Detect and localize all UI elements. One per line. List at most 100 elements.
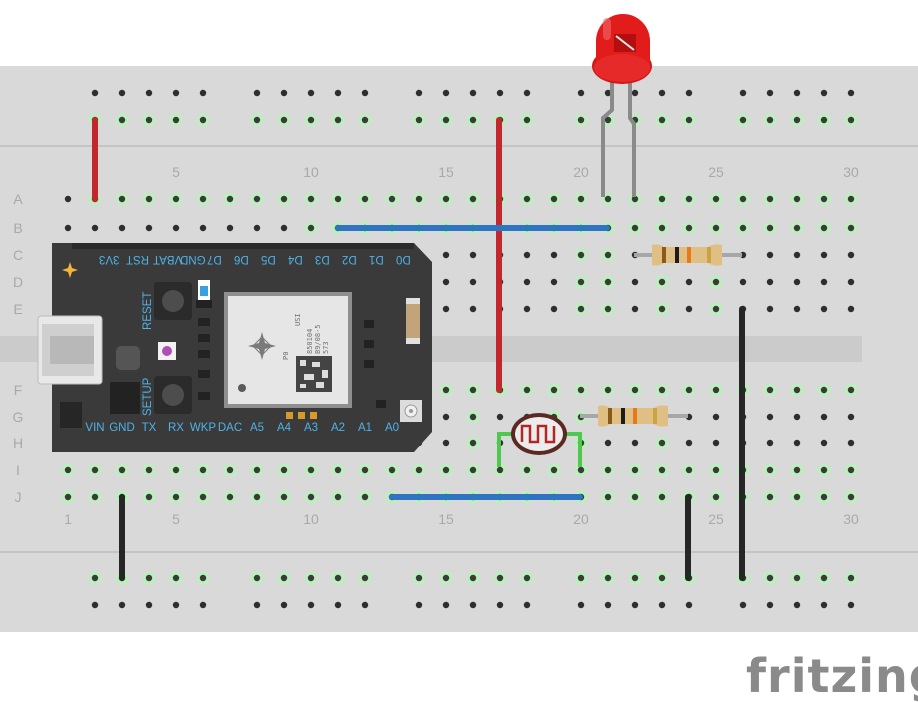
breadboard-hole[interactable] xyxy=(442,195,450,203)
breadboard-hole[interactable] xyxy=(550,466,558,474)
breadboard-hole[interactable] xyxy=(469,413,477,421)
rail-hole[interactable] xyxy=(442,116,450,124)
breadboard-hole[interactable] xyxy=(226,493,234,501)
breadboard-hole[interactable] xyxy=(847,305,855,313)
rail-hole[interactable] xyxy=(118,89,126,97)
breadboard-hole[interactable] xyxy=(766,195,774,203)
rail-hole[interactable] xyxy=(631,574,639,582)
breadboard-hole[interactable] xyxy=(820,278,828,286)
breadboard-hole[interactable] xyxy=(793,251,801,259)
breadboard-hole[interactable] xyxy=(523,195,531,203)
breadboard-hole[interactable] xyxy=(631,305,639,313)
breadboard-hole[interactable] xyxy=(820,251,828,259)
rail-hole[interactable] xyxy=(766,89,774,97)
breadboard-hole[interactable] xyxy=(523,278,531,286)
rail-hole[interactable] xyxy=(415,601,423,609)
breadboard-hole[interactable] xyxy=(766,439,774,447)
rail-hole[interactable] xyxy=(847,574,855,582)
rail-hole[interactable] xyxy=(604,574,612,582)
breadboard-hole[interactable] xyxy=(334,195,342,203)
rail-hole[interactable] xyxy=(334,89,342,97)
rail-hole[interactable] xyxy=(523,574,531,582)
breadboard-hole[interactable] xyxy=(604,386,612,394)
rail-hole[interactable] xyxy=(496,89,504,97)
breadboard-hole[interactable] xyxy=(820,305,828,313)
rail-hole[interactable] xyxy=(145,574,153,582)
rail-hole[interactable] xyxy=(739,116,747,124)
breadboard-hole[interactable] xyxy=(766,224,774,232)
breadboard-hole[interactable] xyxy=(442,386,450,394)
rail-hole[interactable] xyxy=(442,574,450,582)
breadboard-hole[interactable] xyxy=(793,493,801,501)
breadboard-hole[interactable] xyxy=(280,195,288,203)
rail-hole[interactable] xyxy=(280,89,288,97)
breadboard-hole[interactable] xyxy=(712,386,720,394)
rail-hole[interactable] xyxy=(469,574,477,582)
rail-hole[interactable] xyxy=(415,116,423,124)
breadboard-hole[interactable] xyxy=(631,466,639,474)
breadboard-hole[interactable] xyxy=(631,224,639,232)
breadboard-hole[interactable] xyxy=(793,413,801,421)
rail-hole[interactable] xyxy=(334,601,342,609)
breadboard-hole[interactable] xyxy=(64,195,72,203)
breadboard-hole[interactable] xyxy=(685,466,693,474)
rail-hole[interactable] xyxy=(253,116,261,124)
breadboard-hole[interactable] xyxy=(550,386,558,394)
breadboard-hole[interactable] xyxy=(604,439,612,447)
breadboard-hole[interactable] xyxy=(604,251,612,259)
breadboard-hole[interactable] xyxy=(280,224,288,232)
rail-hole[interactable] xyxy=(280,601,288,609)
breadboard-hole[interactable] xyxy=(793,466,801,474)
rail-hole[interactable] xyxy=(496,574,504,582)
breadboard-hole[interactable] xyxy=(118,195,126,203)
rail-hole[interactable] xyxy=(253,601,261,609)
breadboard-hole[interactable] xyxy=(631,439,639,447)
rail-hole[interactable] xyxy=(253,89,261,97)
breadboard-hole[interactable] xyxy=(685,386,693,394)
rail-hole[interactable] xyxy=(658,574,666,582)
breadboard-hole[interactable] xyxy=(550,305,558,313)
breadboard-hole[interactable] xyxy=(739,224,747,232)
breadboard-hole[interactable] xyxy=(442,305,450,313)
rail-hole[interactable] xyxy=(658,601,666,609)
breadboard-hole[interactable] xyxy=(523,251,531,259)
breadboard-hole[interactable] xyxy=(172,466,180,474)
breadboard-hole[interactable] xyxy=(658,278,666,286)
breadboard-hole[interactable] xyxy=(415,195,423,203)
rail-hole[interactable] xyxy=(280,574,288,582)
rail-hole[interactable] xyxy=(415,574,423,582)
breadboard-hole[interactable] xyxy=(766,413,774,421)
rail-hole[interactable] xyxy=(442,89,450,97)
breadboard-hole[interactable] xyxy=(469,466,477,474)
rail-hole[interactable] xyxy=(91,574,99,582)
breadboard-hole[interactable] xyxy=(766,493,774,501)
breadboard-hole[interactable] xyxy=(793,439,801,447)
rail-hole[interactable] xyxy=(523,116,531,124)
breadboard-hole[interactable] xyxy=(712,439,720,447)
breadboard-hole[interactable] xyxy=(847,278,855,286)
breadboard-hole[interactable] xyxy=(523,466,531,474)
breadboard-hole[interactable] xyxy=(172,195,180,203)
breadboard-hole[interactable] xyxy=(145,466,153,474)
breadboard-hole[interactable] xyxy=(712,413,720,421)
breadboard-hole[interactable] xyxy=(847,439,855,447)
rail-hole[interactable] xyxy=(91,89,99,97)
breadboard-hole[interactable] xyxy=(631,493,639,501)
rail-hole[interactable] xyxy=(793,89,801,97)
breadboard-hole[interactable] xyxy=(307,493,315,501)
breadboard-hole[interactable] xyxy=(685,195,693,203)
breadboard-hole[interactable] xyxy=(577,278,585,286)
breadboard-hole[interactable] xyxy=(685,224,693,232)
rail-hole[interactable] xyxy=(739,601,747,609)
rail-hole[interactable] xyxy=(847,116,855,124)
rail-hole[interactable] xyxy=(766,574,774,582)
breadboard-hole[interactable] xyxy=(172,493,180,501)
breadboard-hole[interactable] xyxy=(793,305,801,313)
rail-hole[interactable] xyxy=(820,574,828,582)
breadboard-hole[interactable] xyxy=(577,251,585,259)
rail-hole[interactable] xyxy=(577,89,585,97)
breadboard-hole[interactable] xyxy=(658,224,666,232)
breadboard-hole[interactable] xyxy=(712,493,720,501)
breadboard-hole[interactable] xyxy=(550,278,558,286)
breadboard-hole[interactable] xyxy=(361,466,369,474)
